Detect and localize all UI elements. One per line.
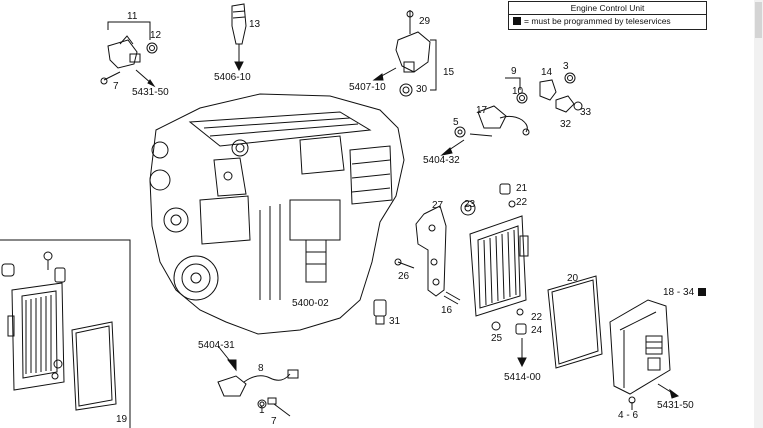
legend-title: Engine Control Unit — [570, 3, 645, 13]
part-19-label: 19 — [116, 414, 128, 425]
ecu-unit-right — [609, 299, 680, 410]
legend-box: Engine Control Unit = must be programmed… — [508, 1, 707, 30]
sensor-31 — [373, 299, 387, 325]
vertical-scrollbar[interactable] — [754, 0, 763, 428]
part-3-label: 3 — [563, 61, 569, 72]
part-25-label: 25 — [491, 333, 503, 344]
legend-divider — [509, 14, 706, 15]
part-9-label: 9 — [511, 66, 517, 77]
part-30-label: 30 — [416, 84, 428, 95]
part-14-label: 14 — [541, 67, 553, 78]
part-26-label: 26 — [398, 271, 410, 282]
part-15-label: 15 — [443, 67, 455, 78]
part-11-label: 11 — [127, 11, 138, 22]
injector-13 — [231, 3, 247, 72]
part-range-4-6-label: 4 - 6 — [618, 410, 639, 421]
part-range-18-34-text: 18 - 34 — [663, 287, 695, 298]
part-7-label-bottom: 7 — [271, 416, 277, 427]
stud-16 — [443, 291, 461, 305]
part-16-label: 16 — [441, 305, 453, 316]
bracket-27 — [415, 205, 447, 297]
part-range-18-34-label: 18 - 34 — [663, 287, 707, 298]
part-1-label: 1 — [259, 405, 265, 416]
part-22-label-bottom: 22 — [531, 312, 543, 323]
group-ref-5414-00[interactable]: 5414-00 — [504, 372, 541, 383]
group-ref-5431-50-bottom[interactable]: 5431-50 — [657, 400, 694, 411]
sensor-assembly-9 — [440, 72, 583, 156]
group-ref-5406-10[interactable]: 5406-10 — [214, 72, 251, 83]
legend-marker-row: = must be programmed by teleservices — [513, 16, 671, 26]
bolt-26 — [394, 258, 415, 269]
group-ref-5431-50-top[interactable]: 5431-50 — [132, 87, 169, 98]
part-23-label: 23 — [464, 199, 476, 210]
part-32-label: 32 — [560, 119, 572, 130]
group-ref-5407-10[interactable]: 5407-10 — [349, 82, 386, 93]
part-7-label: 7 — [113, 81, 119, 92]
part-12-label: 12 — [150, 30, 162, 41]
part-27-label: 27 — [432, 200, 444, 211]
inset-panel-19 — [0, 239, 131, 428]
programming-marker-icon — [513, 17, 521, 25]
part-31-label: 31 — [389, 316, 401, 327]
sensor-cable-5404-31 — [217, 345, 299, 417]
group-ref-5400-02[interactable]: 5400-02 — [292, 298, 329, 309]
sensor-assembly-15 — [372, 10, 437, 97]
part-13-label: 13 — [249, 19, 261, 30]
part-8-label: 8 — [258, 363, 264, 374]
engine-block-5400-02 — [149, 93, 405, 335]
legend-marker-note: = must be programmed by teleservices — [524, 16, 671, 26]
part-20-label: 20 — [567, 273, 579, 284]
scrollbar-thumb[interactable] — [755, 2, 762, 38]
sensor-assembly-11 — [100, 21, 158, 88]
part-22-label-top: 22 — [516, 197, 528, 208]
part-29-label: 29 — [419, 16, 431, 27]
group-ref-5404-31[interactable]: 5404-31 — [198, 340, 235, 351]
part-17-label: 17 — [476, 105, 488, 116]
programming-marker-icon — [698, 288, 707, 296]
group-ref-5404-32[interactable]: 5404-32 — [423, 155, 460, 166]
part-21-label: 21 — [516, 183, 528, 194]
part-33-label: 33 — [580, 107, 592, 118]
part-24-label: 24 — [531, 325, 543, 336]
gasket-20 — [547, 275, 603, 369]
ecu-unit-center — [460, 183, 529, 368]
part-5-label: 5 — [453, 117, 459, 128]
part-10-label: 10 — [512, 86, 524, 97]
